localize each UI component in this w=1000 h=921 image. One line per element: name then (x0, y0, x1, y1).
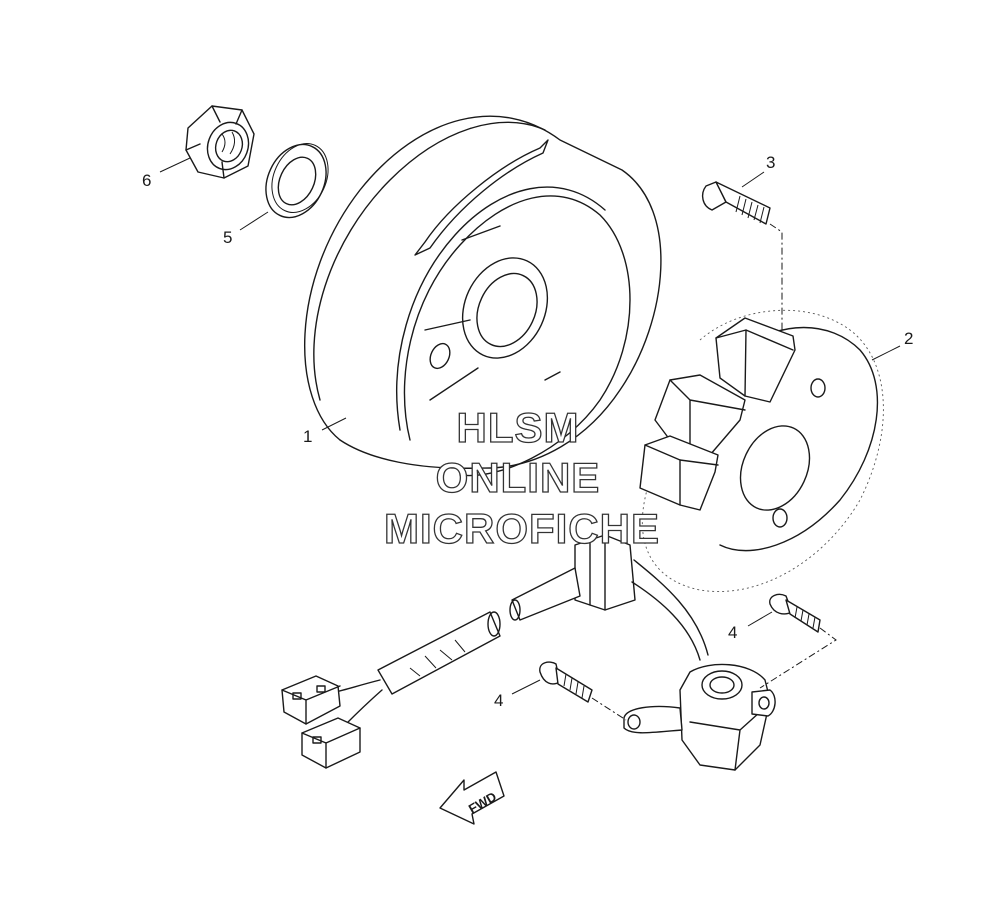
callout-4-upper: 4 (728, 623, 737, 642)
leader-1 (321, 417, 347, 431)
pickup-coil (623, 663, 776, 771)
watermark-line-1: HLSM (457, 404, 580, 451)
leader-3 (741, 171, 765, 188)
nut-part-6 (185, 105, 255, 179)
callout-3: 3 (766, 153, 775, 172)
leader-6 (159, 157, 191, 173)
rotor-part-1 (304, 115, 662, 477)
forward-direction-arrow: FWD (439, 771, 505, 825)
leader-5 (239, 211, 269, 231)
wire-harness (281, 534, 709, 769)
callout-2: 2 (904, 329, 913, 348)
leader-2 (871, 345, 901, 361)
centerline-4-lower (591, 697, 627, 721)
watermark-line-3: MICROFICHE (384, 505, 660, 552)
watermark: HLSM ONLINE MICROFICHE (383, 403, 660, 552)
centerline-4-upper (759, 627, 837, 689)
stator-part-2 (639, 309, 884, 592)
bolt-part-3 (701, 181, 771, 225)
callout-6: 6 (142, 171, 151, 190)
washer-part-5 (265, 143, 329, 219)
callout-4-lower: 4 (494, 691, 503, 710)
screw-part-4-lower (539, 661, 593, 703)
centerline-3 (769, 223, 783, 338)
callout-1: 1 (303, 427, 312, 446)
leader-4-upper (747, 611, 773, 627)
screw-part-4-upper (769, 593, 821, 633)
leader-4-lower (511, 679, 541, 695)
callout-5: 5 (223, 228, 232, 247)
watermark-line-2: ONLINE (436, 454, 601, 501)
